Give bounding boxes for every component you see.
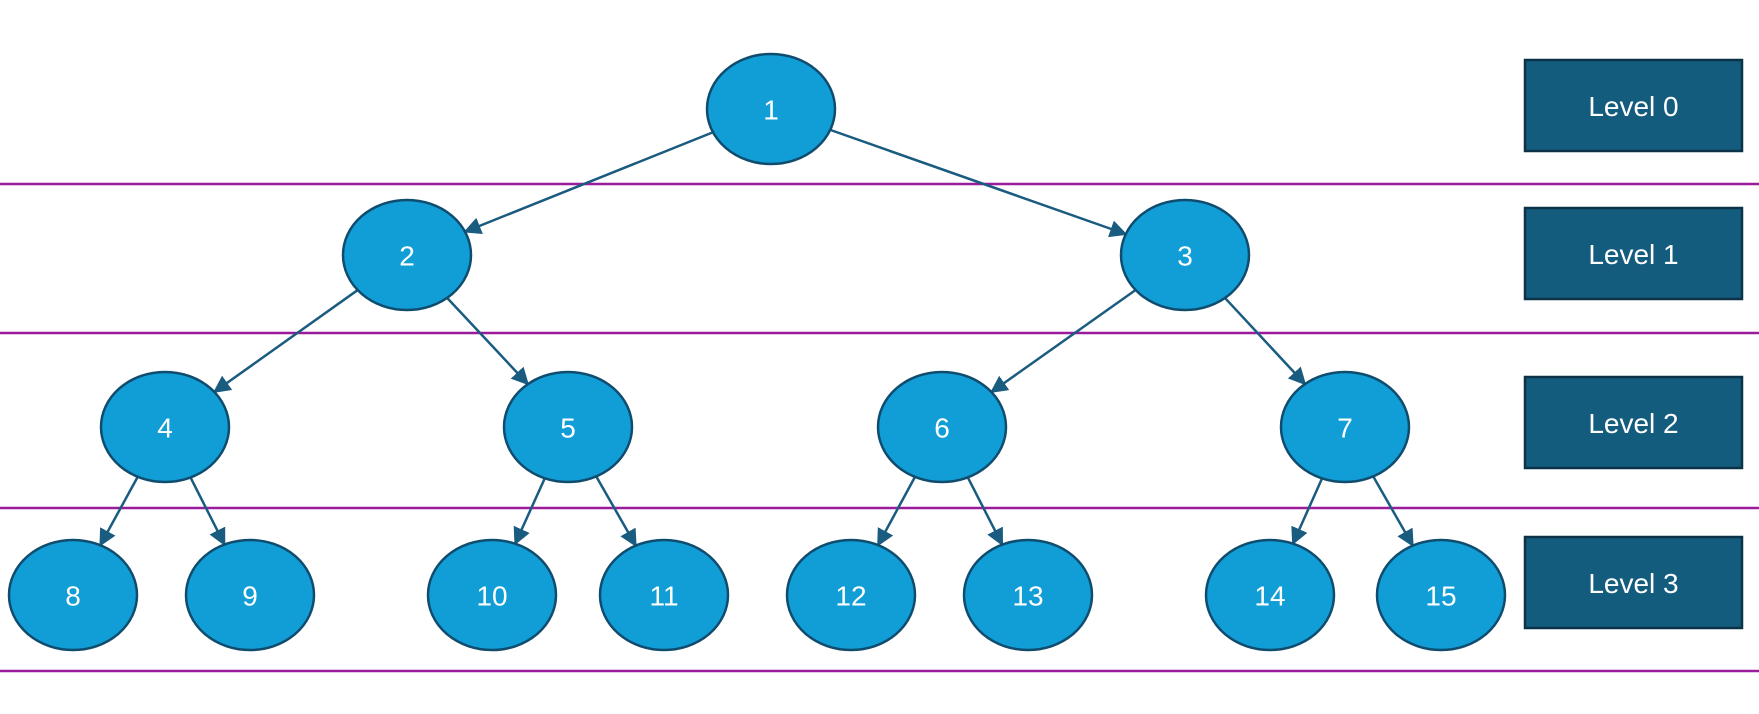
node-label: 12: [835, 581, 866, 612]
node-ellipse: [7, 538, 139, 652]
tree-node-14: 14: [1204, 538, 1336, 652]
edge-7-14: [1291, 477, 1324, 546]
node-label: 2: [399, 241, 415, 272]
node-ellipse: [962, 538, 1094, 652]
edge-1-2: [463, 131, 714, 234]
level-label-box-2: Level 2: [1523, 375, 1744, 470]
tree-node-2: 2: [341, 198, 473, 312]
tree-node-12: 12: [785, 538, 917, 652]
level-box-background: [1523, 375, 1744, 470]
level-dividers: [0, 182, 1759, 673]
node-ellipse: [502, 370, 634, 484]
level-label: Level 3: [1588, 568, 1678, 599]
tree-node-9: 9: [184, 538, 316, 652]
level-label-box-3: Level 3: [1523, 535, 1744, 630]
level-box-background: [1523, 535, 1744, 630]
node-label: 15: [1425, 581, 1456, 612]
edge-5-11: [595, 475, 637, 548]
node-label: 13: [1012, 581, 1043, 612]
node-label: 11: [649, 581, 678, 612]
level-label: Level 1: [1588, 239, 1678, 270]
tree-node-5: 5: [502, 370, 634, 484]
level-label-box-1: Level 1: [1523, 206, 1744, 301]
tree-node-7: 7: [1279, 370, 1411, 484]
node-label: 7: [1337, 413, 1353, 444]
tree-node-15: 15: [1375, 538, 1507, 652]
tree-node-8: 8: [7, 538, 139, 652]
node-ellipse: [876, 370, 1008, 484]
level-box-background: [1523, 58, 1744, 153]
node-ellipse: [1375, 538, 1507, 652]
edge-3-6: [989, 288, 1137, 394]
edge-2-5: [446, 297, 530, 386]
node-ellipse: [1204, 538, 1336, 652]
edge-6-13: [966, 476, 1004, 547]
tree-node-10: 10: [426, 538, 558, 652]
node-ellipse: [785, 538, 917, 652]
level-label-box-0: Level 0: [1523, 58, 1744, 153]
tree-node-1: 1: [705, 52, 837, 166]
node-ellipse: [99, 370, 231, 484]
edge-2-4: [212, 289, 359, 393]
tree-edges: [99, 128, 1414, 548]
node-ellipse: [341, 198, 473, 312]
node-ellipse: [705, 52, 837, 166]
node-ellipse: [1119, 198, 1251, 312]
node-ellipse: [426, 538, 558, 652]
node-ellipse: [1279, 370, 1411, 484]
node-ellipse: [598, 538, 730, 652]
node-label: 9: [242, 581, 258, 612]
tree-node-6: 6: [876, 370, 1008, 484]
level-label: Level 0: [1588, 91, 1678, 122]
edge-1-3: [829, 128, 1128, 238]
level-labels: Level 0 Level 1 Level 2 Level 3: [1523, 58, 1744, 630]
tree-node-13: 13: [962, 538, 1094, 652]
tree-node-4: 4: [99, 370, 231, 484]
node-label: 3: [1177, 241, 1193, 272]
node-label: 4: [157, 413, 173, 444]
edge-7-15: [1372, 475, 1414, 548]
edge-4-9: [189, 476, 226, 547]
node-label: 10: [476, 581, 507, 612]
tree-node-3: 3: [1119, 198, 1251, 312]
edge-3-7: [1224, 297, 1307, 386]
level-label: Level 2: [1588, 408, 1678, 439]
edge-4-8: [99, 476, 139, 547]
node-label: 8: [65, 581, 81, 612]
node-label: 5: [560, 413, 576, 444]
edge-5-10: [513, 477, 546, 546]
node-label: 1: [763, 95, 779, 126]
node-label: 14: [1254, 581, 1285, 612]
tree-node-11: 11: [598, 538, 730, 652]
node-ellipse: [184, 538, 316, 652]
level-box-background: [1523, 206, 1744, 301]
edge-6-12: [876, 476, 917, 547]
node-label: 6: [934, 413, 950, 444]
